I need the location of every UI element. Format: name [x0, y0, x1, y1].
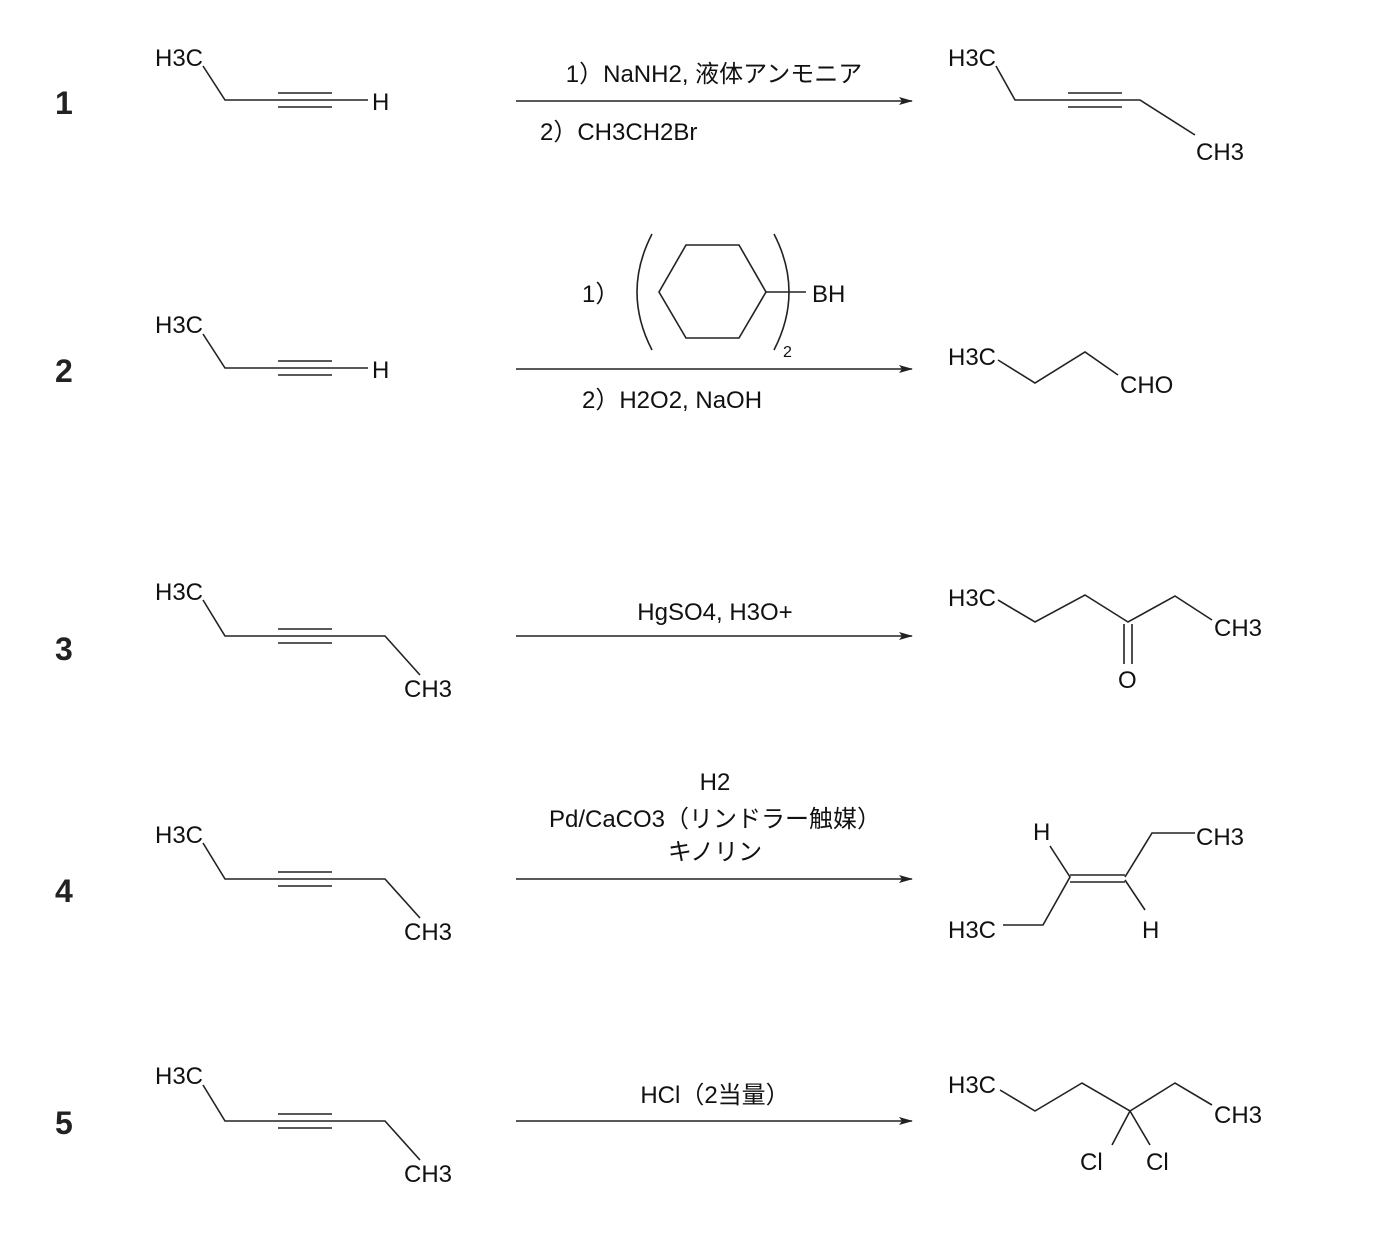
product-3-3-dichlorohexane: H3C CH3 Cl Cl — [948, 1072, 1262, 1176]
reaction-number: 2 — [55, 353, 73, 389]
reagent-text: 2）H2O2, NaOH — [582, 387, 762, 414]
atom-label: O — [1118, 667, 1137, 694]
reaction-number: 3 — [55, 631, 73, 667]
atom-label: H3C — [948, 344, 996, 371]
atom-label: CH3 — [404, 676, 452, 703]
atom-label: H3C — [155, 45, 203, 72]
disiamylborane-reagent: 1） BH 2 — [582, 233, 845, 361]
atom-label: BH — [812, 281, 845, 308]
reaction-number: 5 — [55, 1105, 73, 1141]
atom-label: Cl — [1080, 1149, 1103, 1176]
cyclohexane-ring — [658, 244, 767, 339]
atom-label: Cl — [1146, 1149, 1169, 1176]
reactant-1-butyne: H3C H — [155, 45, 389, 116]
left-parenthesis — [636, 233, 653, 351]
atom-label: H — [1033, 819, 1050, 846]
product-3-hexyne: H3C CH3 — [948, 45, 1244, 166]
reactant-3-hexyne: H3C CH3 — [155, 1063, 452, 1188]
atom-label: CH3 — [404, 1161, 452, 1188]
atom-label: CH3 — [404, 919, 452, 946]
atom-label: H3C — [948, 1072, 996, 1099]
atom-label: CH3 — [1214, 1102, 1262, 1129]
reagent-text: HgSO4, H3O+ — [637, 599, 792, 626]
atom-label: H3C — [948, 917, 996, 944]
product-cis-3-hexene: H CH3 H3C H — [948, 819, 1244, 944]
atom-label: CHO — [1120, 372, 1173, 399]
atom-label: H3C — [948, 585, 996, 612]
reagent-text: キノリン — [668, 839, 762, 866]
product-3-hexanone: H3C CH3 O — [948, 585, 1262, 694]
multiplier: 2 — [783, 344, 792, 361]
atom-label: H3C — [948, 45, 996, 72]
reagent-text: 1）NaNH2, 液体アンモニア — [566, 61, 862, 88]
reagent-text: Pd/CaCO3（リンドラー触媒） — [549, 806, 881, 833]
atom-label: H — [372, 89, 389, 116]
reagent-text: 2）CH3CH2Br — [540, 119, 697, 146]
atom-label: H3C — [155, 822, 203, 849]
atom-label: H3C — [155, 312, 203, 339]
step-label: 1） — [582, 281, 619, 308]
reagent-text: H2 — [700, 769, 731, 796]
reactant-3-hexyne: H3C CH3 — [155, 579, 452, 703]
reaction-number: 4 — [55, 873, 73, 909]
atom-label: CH3 — [1214, 615, 1262, 642]
reactant-1-butyne: H3C H — [155, 312, 389, 384]
atom-label: H3C — [155, 1063, 203, 1090]
atom-label: H3C — [155, 579, 203, 606]
atom-label: H — [372, 357, 389, 384]
product-butanal: H3C CHO — [948, 344, 1173, 399]
reactant-3-hexyne: H3C CH3 — [155, 822, 452, 946]
reagent-text: HCl（2当量） — [640, 1082, 789, 1109]
atom-label: CH3 — [1196, 139, 1244, 166]
atom-label: CH3 — [1196, 824, 1244, 851]
reaction-number: 1 — [55, 85, 73, 121]
atom-label: H — [1142, 917, 1159, 944]
